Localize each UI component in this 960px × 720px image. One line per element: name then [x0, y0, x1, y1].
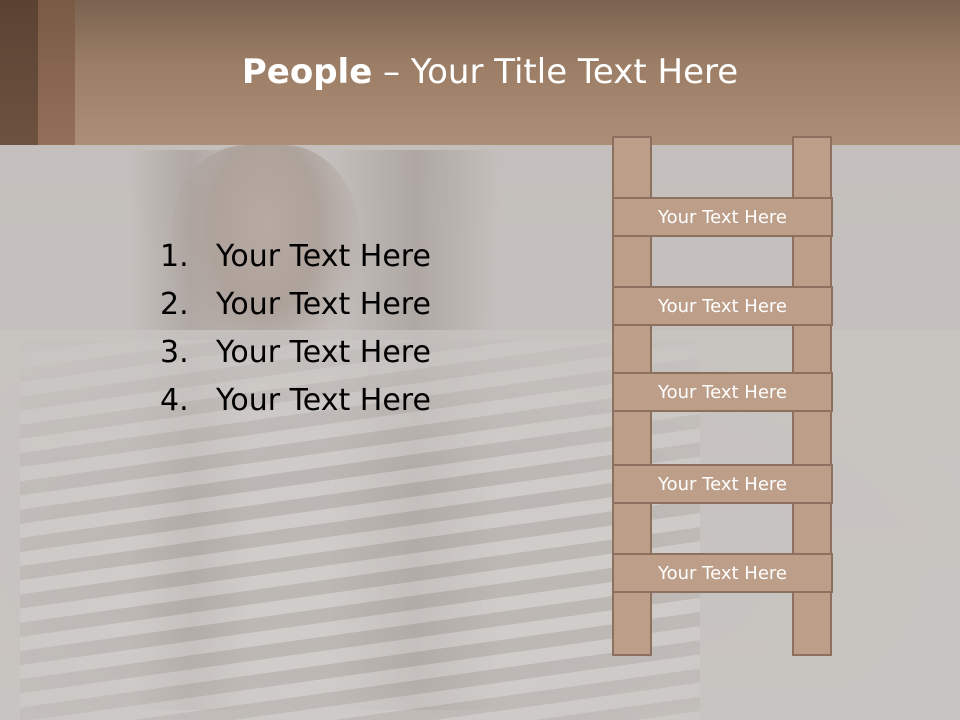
- header-band: [0, 0, 960, 145]
- ladder-rung[interactable]: Your Text Here: [612, 286, 833, 326]
- slide-title-bold: People: [241, 52, 373, 92]
- ladder-rung[interactable]: Your Text Here: [612, 197, 833, 237]
- list-item-number: 2.: [160, 286, 189, 322]
- numbered-list[interactable]: 1. Your Text Here 2. Your Text Here 3. Y…: [160, 232, 431, 424]
- header-accent-strip-light: [38, 0, 75, 145]
- header-accent-strip-dark: [0, 0, 38, 145]
- list-item-text: Your Text Here: [216, 286, 431, 322]
- list-item-text: Your Text Here: [216, 334, 431, 370]
- ladder-rung[interactable]: Your Text Here: [612, 372, 833, 412]
- ladder-rung[interactable]: Your Text Here: [612, 464, 833, 504]
- slide-title-rest: – Your Title Text Here: [372, 52, 739, 92]
- list-item: 2. Your Text Here: [160, 280, 431, 328]
- list-item-text: Your Text Here: [216, 382, 431, 418]
- list-item-number: 1.: [160, 238, 189, 274]
- list-item-number: 3.: [160, 334, 189, 370]
- list-item: 3. Your Text Here: [160, 328, 431, 376]
- list-item-number: 4.: [160, 382, 189, 418]
- list-item: 4. Your Text Here: [160, 376, 431, 424]
- ladder-rung[interactable]: Your Text Here: [612, 553, 833, 593]
- slide-title[interactable]: People – Your Title Text Here: [0, 52, 960, 92]
- list-item: 1. Your Text Here: [160, 232, 431, 280]
- list-item-text: Your Text Here: [216, 238, 431, 274]
